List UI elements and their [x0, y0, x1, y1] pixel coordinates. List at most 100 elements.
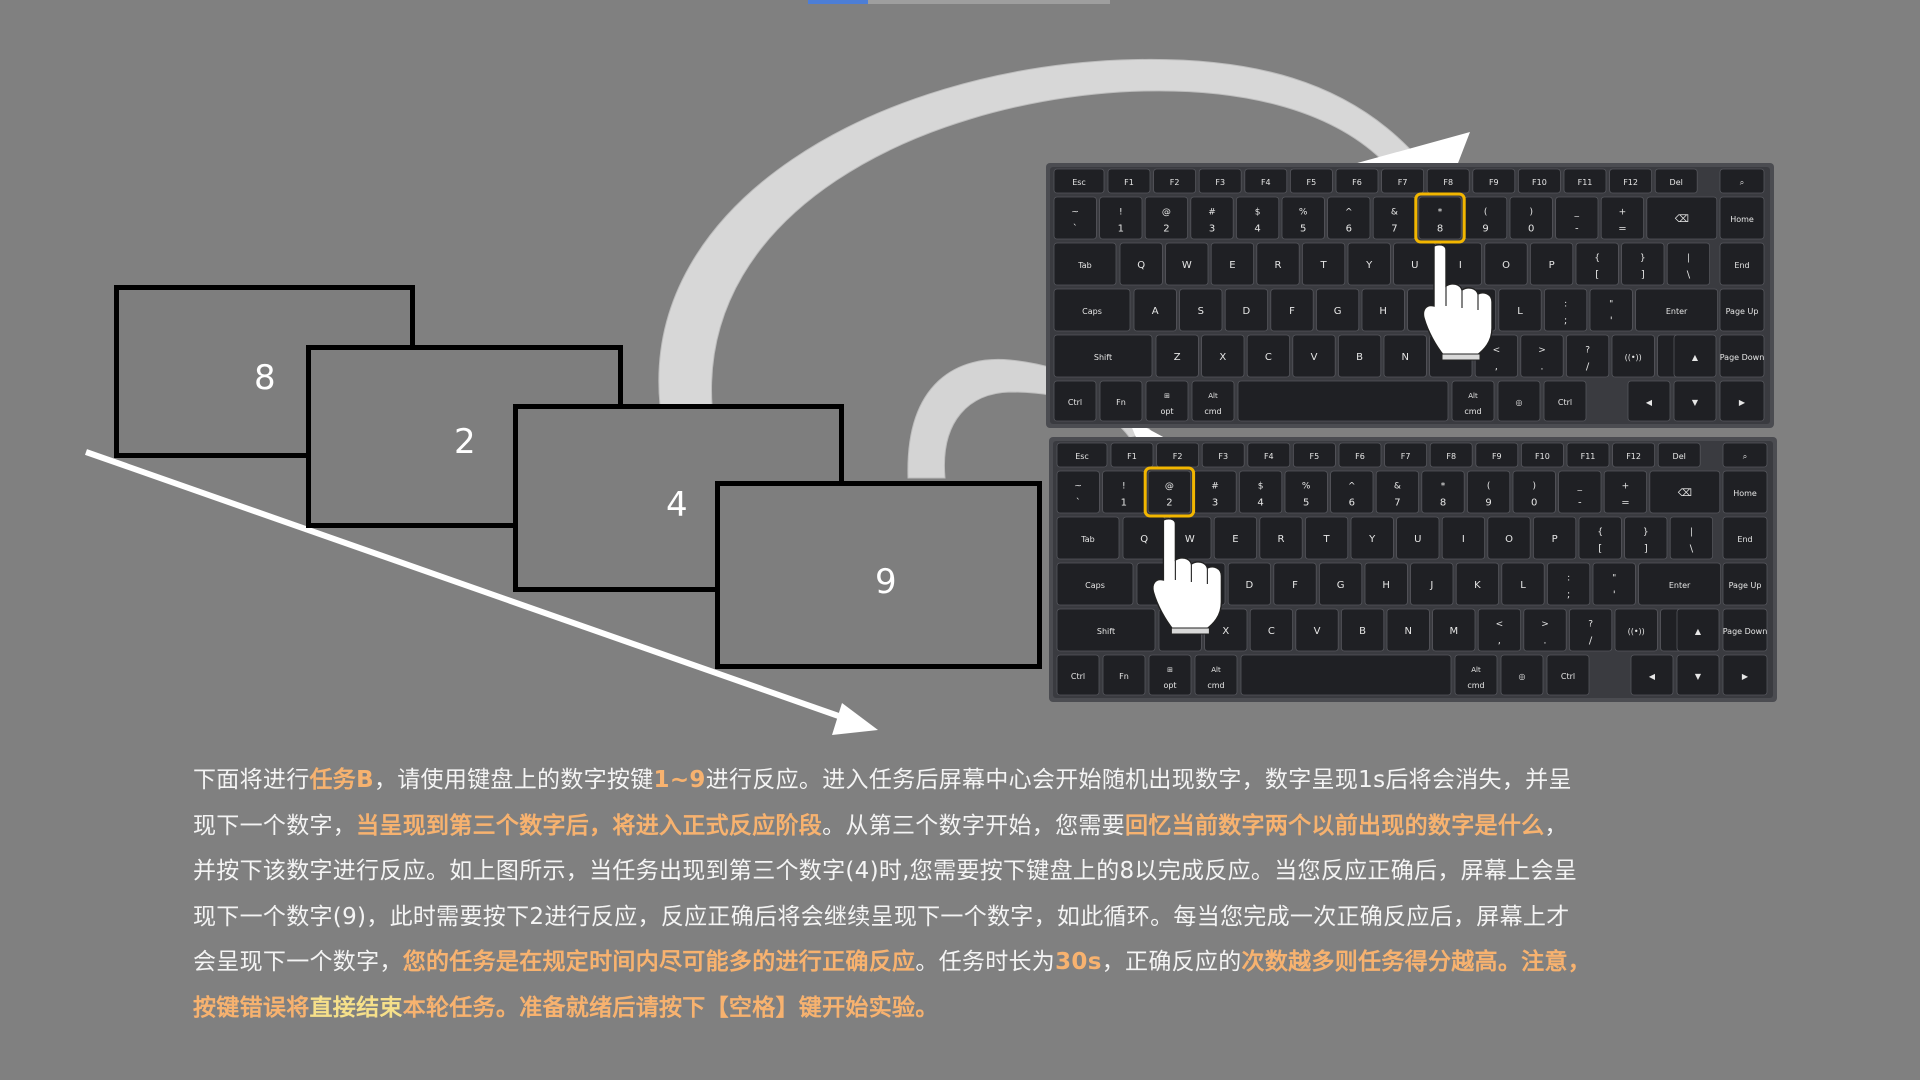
key-3: #3 — [1190, 196, 1234, 240]
key-arrow-left: ◀ — [1627, 380, 1671, 422]
highlight-warning: 按键错误将 — [193, 994, 310, 1021]
key-bracket-0: {[ — [1575, 242, 1619, 286]
key-h: H — [1364, 562, 1408, 606]
text-segment: 下面将进行 — [193, 767, 310, 793]
key-arrow-down: ▼ — [1673, 380, 1717, 422]
svg-text:<: < — [1493, 346, 1501, 356]
key-f1: F1 — [1110, 442, 1154, 468]
key-0: )0 — [1509, 196, 1553, 240]
svg-text:Fn: Fn — [1116, 398, 1126, 407]
svg-text:Y: Y — [1368, 534, 1376, 545]
svg-text:▶: ▶ — [1742, 672, 1749, 681]
svg-text:cmd: cmd — [1464, 407, 1481, 416]
key-page-up: Page Up — [1722, 562, 1768, 606]
highlighted-key-outline — [1143, 466, 1196, 518]
key-y: Y — [1347, 242, 1391, 286]
svg-text:1: 1 — [1121, 497, 1127, 508]
svg-text:cmd: cmd — [1207, 681, 1224, 690]
key-page-up: Page Up — [1719, 288, 1765, 332]
key-s: S — [1179, 288, 1223, 332]
key-page-down: Page Down — [1722, 608, 1768, 652]
svg-text:F5: F5 — [1310, 452, 1320, 461]
svg-text:Enter: Enter — [1669, 581, 1691, 590]
svg-text:;: ; — [1564, 315, 1567, 326]
key-d: D — [1227, 562, 1271, 606]
key-`: ~` — [1053, 196, 1097, 240]
key-j: J — [1410, 562, 1454, 606]
svg-text:}: } — [1640, 254, 1646, 264]
svg-text:*: * — [1441, 482, 1446, 492]
svg-text:#: # — [1211, 482, 1219, 492]
key-f2: F2 — [1153, 168, 1196, 194]
svg-text:P: P — [1549, 260, 1555, 271]
key-6: ^6 — [1330, 470, 1374, 514]
svg-text:%: % — [1299, 208, 1308, 218]
svg-text:cmd: cmd — [1467, 681, 1484, 690]
key-esc: Esc — [1053, 168, 1105, 194]
key-r: R — [1259, 516, 1303, 560]
key-home: Home — [1719, 196, 1765, 240]
text-segment: ， — [1544, 812, 1568, 839]
highlight-start-instruction: 本轮任务。准备就绪后请按下【空格】键开始实验。 — [402, 994, 939, 1021]
svg-text:6: 6 — [1346, 223, 1352, 234]
key-tab: Tab — [1056, 516, 1120, 560]
svg-text:^: ^ — [1345, 208, 1353, 218]
svg-text:": " — [1612, 574, 1616, 584]
key-arrow-up: ▲ — [1673, 334, 1717, 378]
svg-text:F: F — [1292, 580, 1298, 591]
key-space — [1240, 654, 1452, 696]
key-m: M — [1432, 608, 1476, 652]
svg-text:9: 9 — [1482, 223, 1488, 234]
key-f: F — [1273, 562, 1317, 606]
svg-text:X: X — [1222, 626, 1229, 637]
svg-text:F7: F7 — [1398, 178, 1408, 187]
svg-text:R: R — [1278, 534, 1285, 545]
pointing-hand-icon — [1152, 518, 1223, 635]
svg-text:4: 4 — [1257, 497, 1263, 508]
key-punct-a0: :; — [1546, 562, 1591, 606]
svg-text:◀: ◀ — [1649, 672, 1656, 681]
key-f5: F5 — [1289, 168, 1333, 194]
key-f11: F11 — [1566, 442, 1610, 468]
svg-text:?: ? — [1588, 620, 1593, 630]
key-shift-left: Shift — [1053, 334, 1153, 378]
svg-text:|: | — [1690, 528, 1693, 538]
key-f8: F8 — [1429, 442, 1473, 468]
key-punct-z2: ?/ — [1566, 334, 1610, 378]
svg-text:&: & — [1394, 482, 1401, 492]
svg-text:C: C — [1265, 352, 1272, 363]
svg-text:K: K — [1474, 580, 1481, 591]
svg-text:Esc: Esc — [1072, 178, 1086, 187]
svg-text:Home: Home — [1733, 489, 1757, 498]
key-0: )0 — [1512, 470, 1556, 514]
svg-text:Tab: Tab — [1080, 535, 1095, 544]
svg-text:]: ] — [1644, 543, 1648, 554]
svg-text:*: * — [1438, 208, 1443, 218]
key-n: N — [1386, 608, 1430, 652]
svg-text:cmd: cmd — [1204, 407, 1221, 416]
key-p: P — [1529, 242, 1574, 286]
stimulus-number-1: 8 — [254, 358, 276, 398]
key-v: V — [1292, 334, 1336, 378]
key-alt-right: Alt cmd — [1454, 654, 1498, 696]
svg-text:Alt: Alt — [1471, 666, 1481, 674]
svg-text:&: & — [1391, 208, 1398, 218]
svg-text:U: U — [1414, 534, 1421, 545]
svg-text:L: L — [1520, 580, 1526, 591]
svg-text:◎: ◎ — [1519, 672, 1526, 681]
svg-text:Enter: Enter — [1666, 307, 1688, 316]
svg-text:▶: ▶ — [1739, 398, 1746, 407]
pointing-hand-icon — [1422, 244, 1493, 361]
instruction-line-3: 并按下该数字进行反应。如上图所示，当任务出现到第三个数字(4)时,您需要按下键盘… — [193, 858, 1578, 884]
svg-text::: : — [1564, 300, 1567, 310]
key-u: U — [1396, 516, 1440, 560]
key-f11: F11 — [1563, 168, 1607, 194]
key-8: *8 — [1418, 196, 1462, 240]
svg-text:+: + — [1619, 208, 1627, 218]
highlight-score-note: 次数越多则任务得分越高。注意， — [1241, 949, 1592, 975]
svg-text:+: + — [1622, 482, 1630, 492]
svg-text:Alt: Alt — [1208, 392, 1218, 400]
svg-text:⌕: ⌕ — [1743, 452, 1747, 461]
key-bracket-1: }] — [1621, 242, 1665, 286]
key-arrow-down: ▼ — [1676, 654, 1720, 696]
